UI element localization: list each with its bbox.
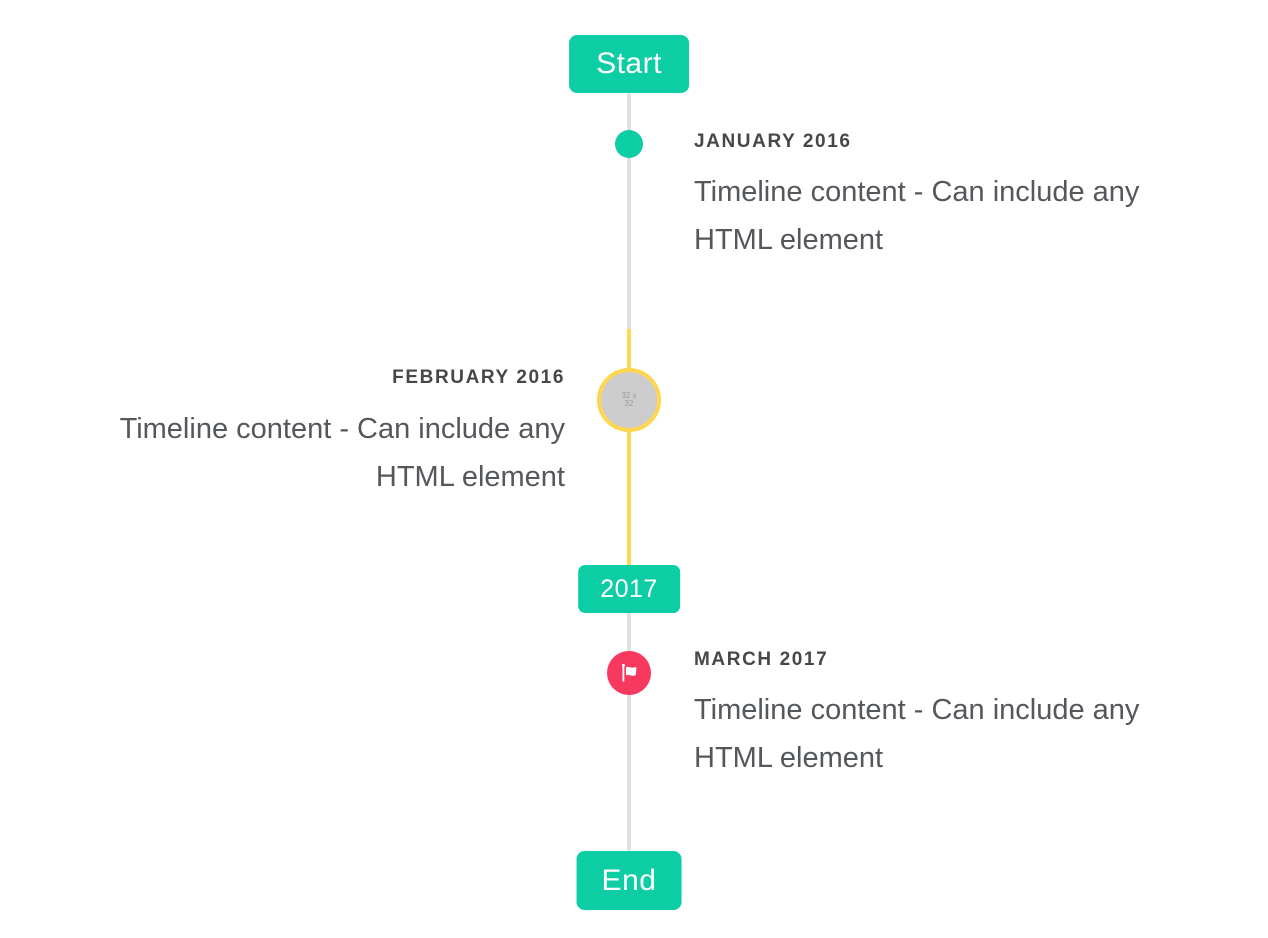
event-marker-flag[interactable] xyxy=(607,651,651,695)
flag-icon xyxy=(618,662,640,684)
event-content: Timeline content - Can include any HTML … xyxy=(694,176,1140,256)
event-date: JANUARY 2016 xyxy=(694,131,852,152)
timeline-line-highlight xyxy=(627,329,631,566)
timeline-end-badge[interactable]: End xyxy=(576,851,682,910)
event-content: Timeline content - Can include any HTML … xyxy=(694,694,1140,774)
timeline-start-badge[interactable]: Start xyxy=(569,35,689,93)
event-marker-image-placeholder[interactable]: 32 x32 xyxy=(597,368,661,432)
event-content: Timeline content - Can include any HTML … xyxy=(119,413,565,493)
broken-image-placeholder: 32 x32 xyxy=(621,391,637,408)
event-marker-dot[interactable] xyxy=(615,130,643,158)
event-date: FEBRUARY 2016 xyxy=(392,367,565,388)
timeline-year-badge[interactable]: 2017 xyxy=(578,565,680,613)
event-date: MARCH 2017 xyxy=(694,649,829,670)
